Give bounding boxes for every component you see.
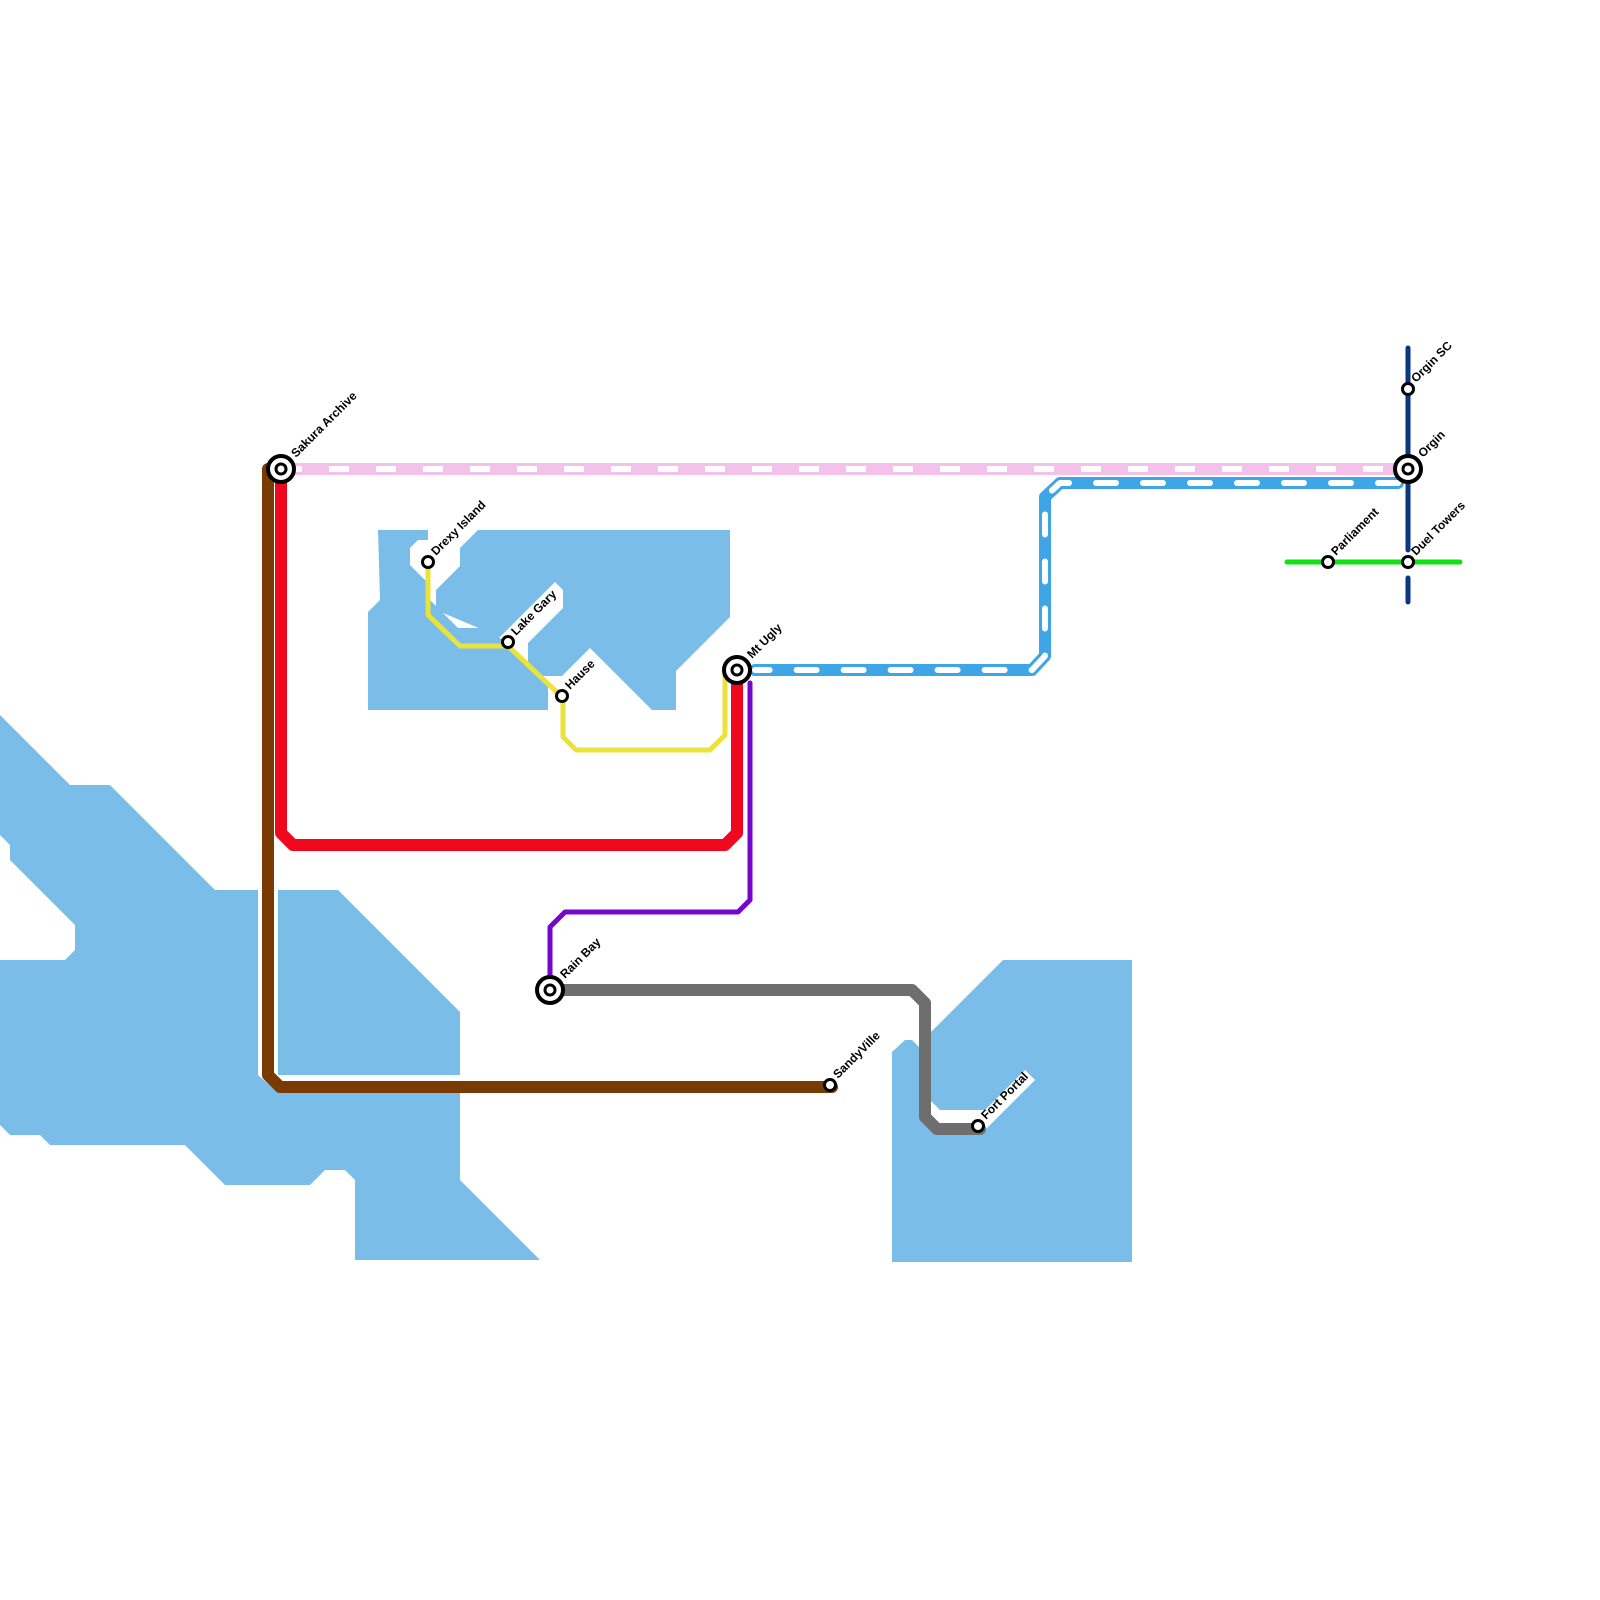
station-label: Mt Ugly — [744, 620, 785, 661]
lines-layer — [262, 345, 1463, 1135]
station-parliament[interactable]: Parliament — [1321, 505, 1382, 569]
station-label: Rain Bay — [557, 935, 603, 981]
line-blue-dashed[interactable] — [749, 477, 1404, 676]
station-label: Sakura Archive — [288, 389, 360, 461]
station-label: Orgin — [1415, 428, 1448, 461]
line-grey[interactable] — [544, 984, 986, 1135]
station-label: SandyVille — [830, 1028, 883, 1081]
line-red[interactable] — [275, 463, 743, 851]
water-west-bay — [0, 715, 540, 1260]
water-layer — [0, 530, 1132, 1262]
water-west-bay-inner — [278, 890, 460, 1075]
water-central-lake — [368, 530, 548, 710]
line-brown[interactable] — [262, 463, 838, 1093]
station-duel-towers[interactable]: Duel Towers — [1401, 498, 1469, 569]
water-southeast-sea — [892, 960, 1132, 1262]
station-orgin[interactable]: Orgin — [1393, 428, 1448, 484]
line-blue-dashed-dashes — [752, 480, 1401, 673]
water-central-lake-east — [436, 530, 730, 710]
station-label: Parliament — [1328, 505, 1381, 558]
line-purple[interactable] — [547, 680, 753, 993]
line-yellow[interactable] — [425, 561, 728, 753]
station-label: Orgin SC — [1408, 338, 1455, 385]
station-sandyville[interactable]: SandyVille — [823, 1028, 884, 1092]
station-label: Duel Towers — [1408, 498, 1468, 558]
